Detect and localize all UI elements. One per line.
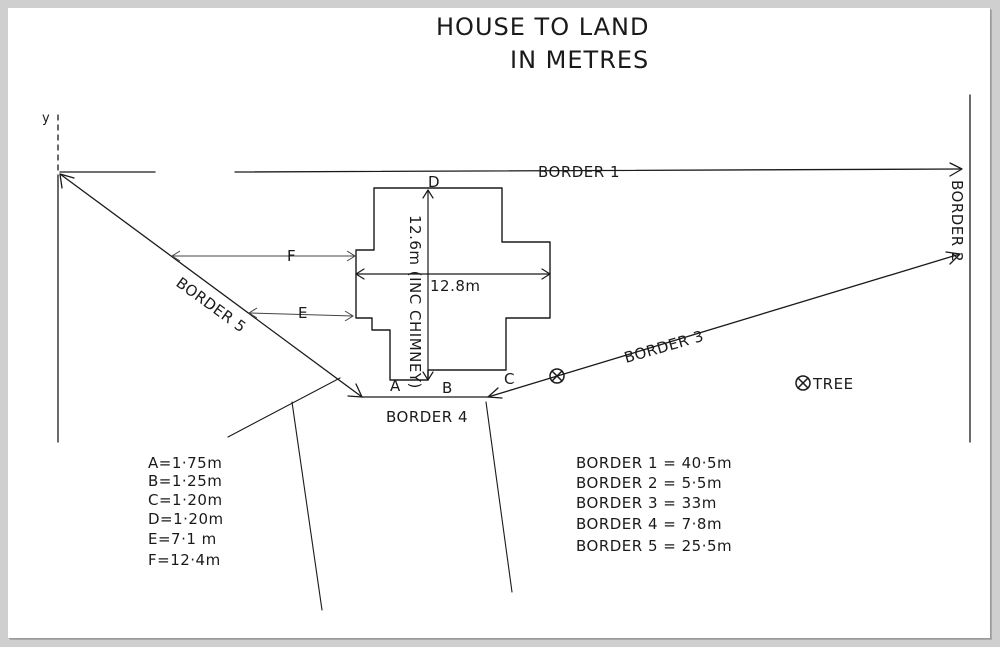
point-a-label: A <box>390 377 401 395</box>
border3-arrow <box>945 251 961 265</box>
house-length-arrow-top <box>422 189 434 199</box>
point-d-label: D <box>428 173 440 191</box>
dim-f-arrow-right <box>346 250 356 262</box>
legend-points: A=1·75m B=1·25m C=1·20m D=1·20m E=7·1 m … <box>148 454 224 569</box>
legend-border-3: BORDER 3 = 33m <box>576 494 717 512</box>
house-width-arrow-left <box>355 268 365 280</box>
dim-e-arrow-left <box>248 307 258 319</box>
house-width-label: 12.8m <box>430 277 481 295</box>
house-outline <box>355 187 551 381</box>
legend-point-e: E=7·1 m <box>148 530 217 548</box>
y-mark: y <box>42 111 50 126</box>
border3-arrow-start <box>487 387 503 399</box>
legend-point-f: F=12·4m <box>148 551 221 569</box>
dim-e-label: E <box>298 304 308 322</box>
paper-sheet <box>8 8 990 638</box>
tree-icon-on-border <box>549 368 565 384</box>
legend-point-b: B=1·25m <box>148 472 222 490</box>
border3-label: BORDER 3 <box>622 327 706 367</box>
point-b-label: B <box>442 379 453 397</box>
extension-line-left <box>227 377 341 438</box>
border1-label: BORDER 1 <box>538 163 620 181</box>
tree-label: TREE <box>812 375 854 393</box>
legend-border-4: BORDER 4 = 7·8m <box>576 515 722 533</box>
title-line-2: IN METRES <box>510 46 649 74</box>
dim-e-line <box>248 312 354 317</box>
border5-line <box>59 173 363 398</box>
border1-arrow <box>949 162 963 177</box>
legend-point-d: D=1·20m <box>148 510 224 528</box>
house-width-arrow-right <box>541 268 551 280</box>
legend-border-2: BORDER 2 = 5·5m <box>576 474 722 492</box>
extension-line-mid <box>291 401 323 611</box>
border3-line <box>487 253 961 398</box>
dim-e-arrow-right <box>344 310 354 322</box>
legend-point-c: C=1·20m <box>148 491 223 509</box>
border5-arrow-top <box>59 173 75 189</box>
house-length-arrow-bottom <box>422 371 434 381</box>
legend-border-5: BORDER 5 = 25·5m <box>576 537 732 555</box>
extension-line-right <box>485 401 513 593</box>
title-line-1: HOUSE TO LAND <box>436 13 649 41</box>
border4-label: BORDER 4 <box>386 408 468 426</box>
dim-f-arrow-left <box>171 250 181 262</box>
tree-icon-legend <box>795 375 811 391</box>
dim-f-label: F <box>287 247 296 265</box>
legend-point-a: A=1·75m <box>148 454 222 472</box>
legend-border-1: BORDER 1 = 40·5m <box>576 454 732 472</box>
border2-label: BORDER 2 <box>948 180 966 262</box>
border1-segment-right <box>234 168 961 173</box>
house-length-label: 12.6m (INC CHIMNEY) <box>406 215 424 389</box>
point-c-label: C <box>504 370 515 388</box>
legend-borders: BORDER 1 = 40·5m BORDER 2 = 5·5m BORDER … <box>576 454 732 555</box>
